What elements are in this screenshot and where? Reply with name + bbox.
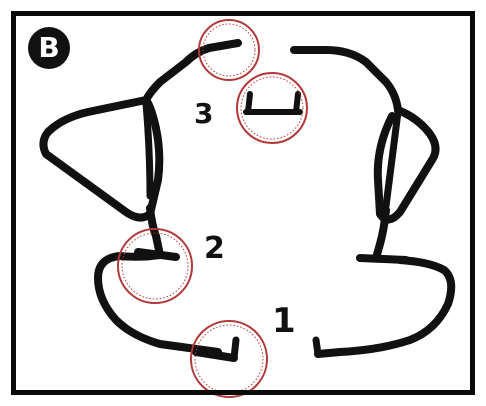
callout-label-2: 2 [204,231,225,266]
mounting-bracket-part-3 [243,91,303,115]
callout-circle-part-3 [236,72,308,144]
figure-frame [11,11,475,395]
callout-circle-top-connector [198,19,260,81]
callout-circle-part-2 [117,228,193,304]
figure-badge: B [28,27,70,69]
callout-label-3: 3 [194,97,214,130]
callout-label-1: 1 [272,301,296,341]
left-crash-bar [39,39,242,362]
right-crash-bar [290,46,456,358]
